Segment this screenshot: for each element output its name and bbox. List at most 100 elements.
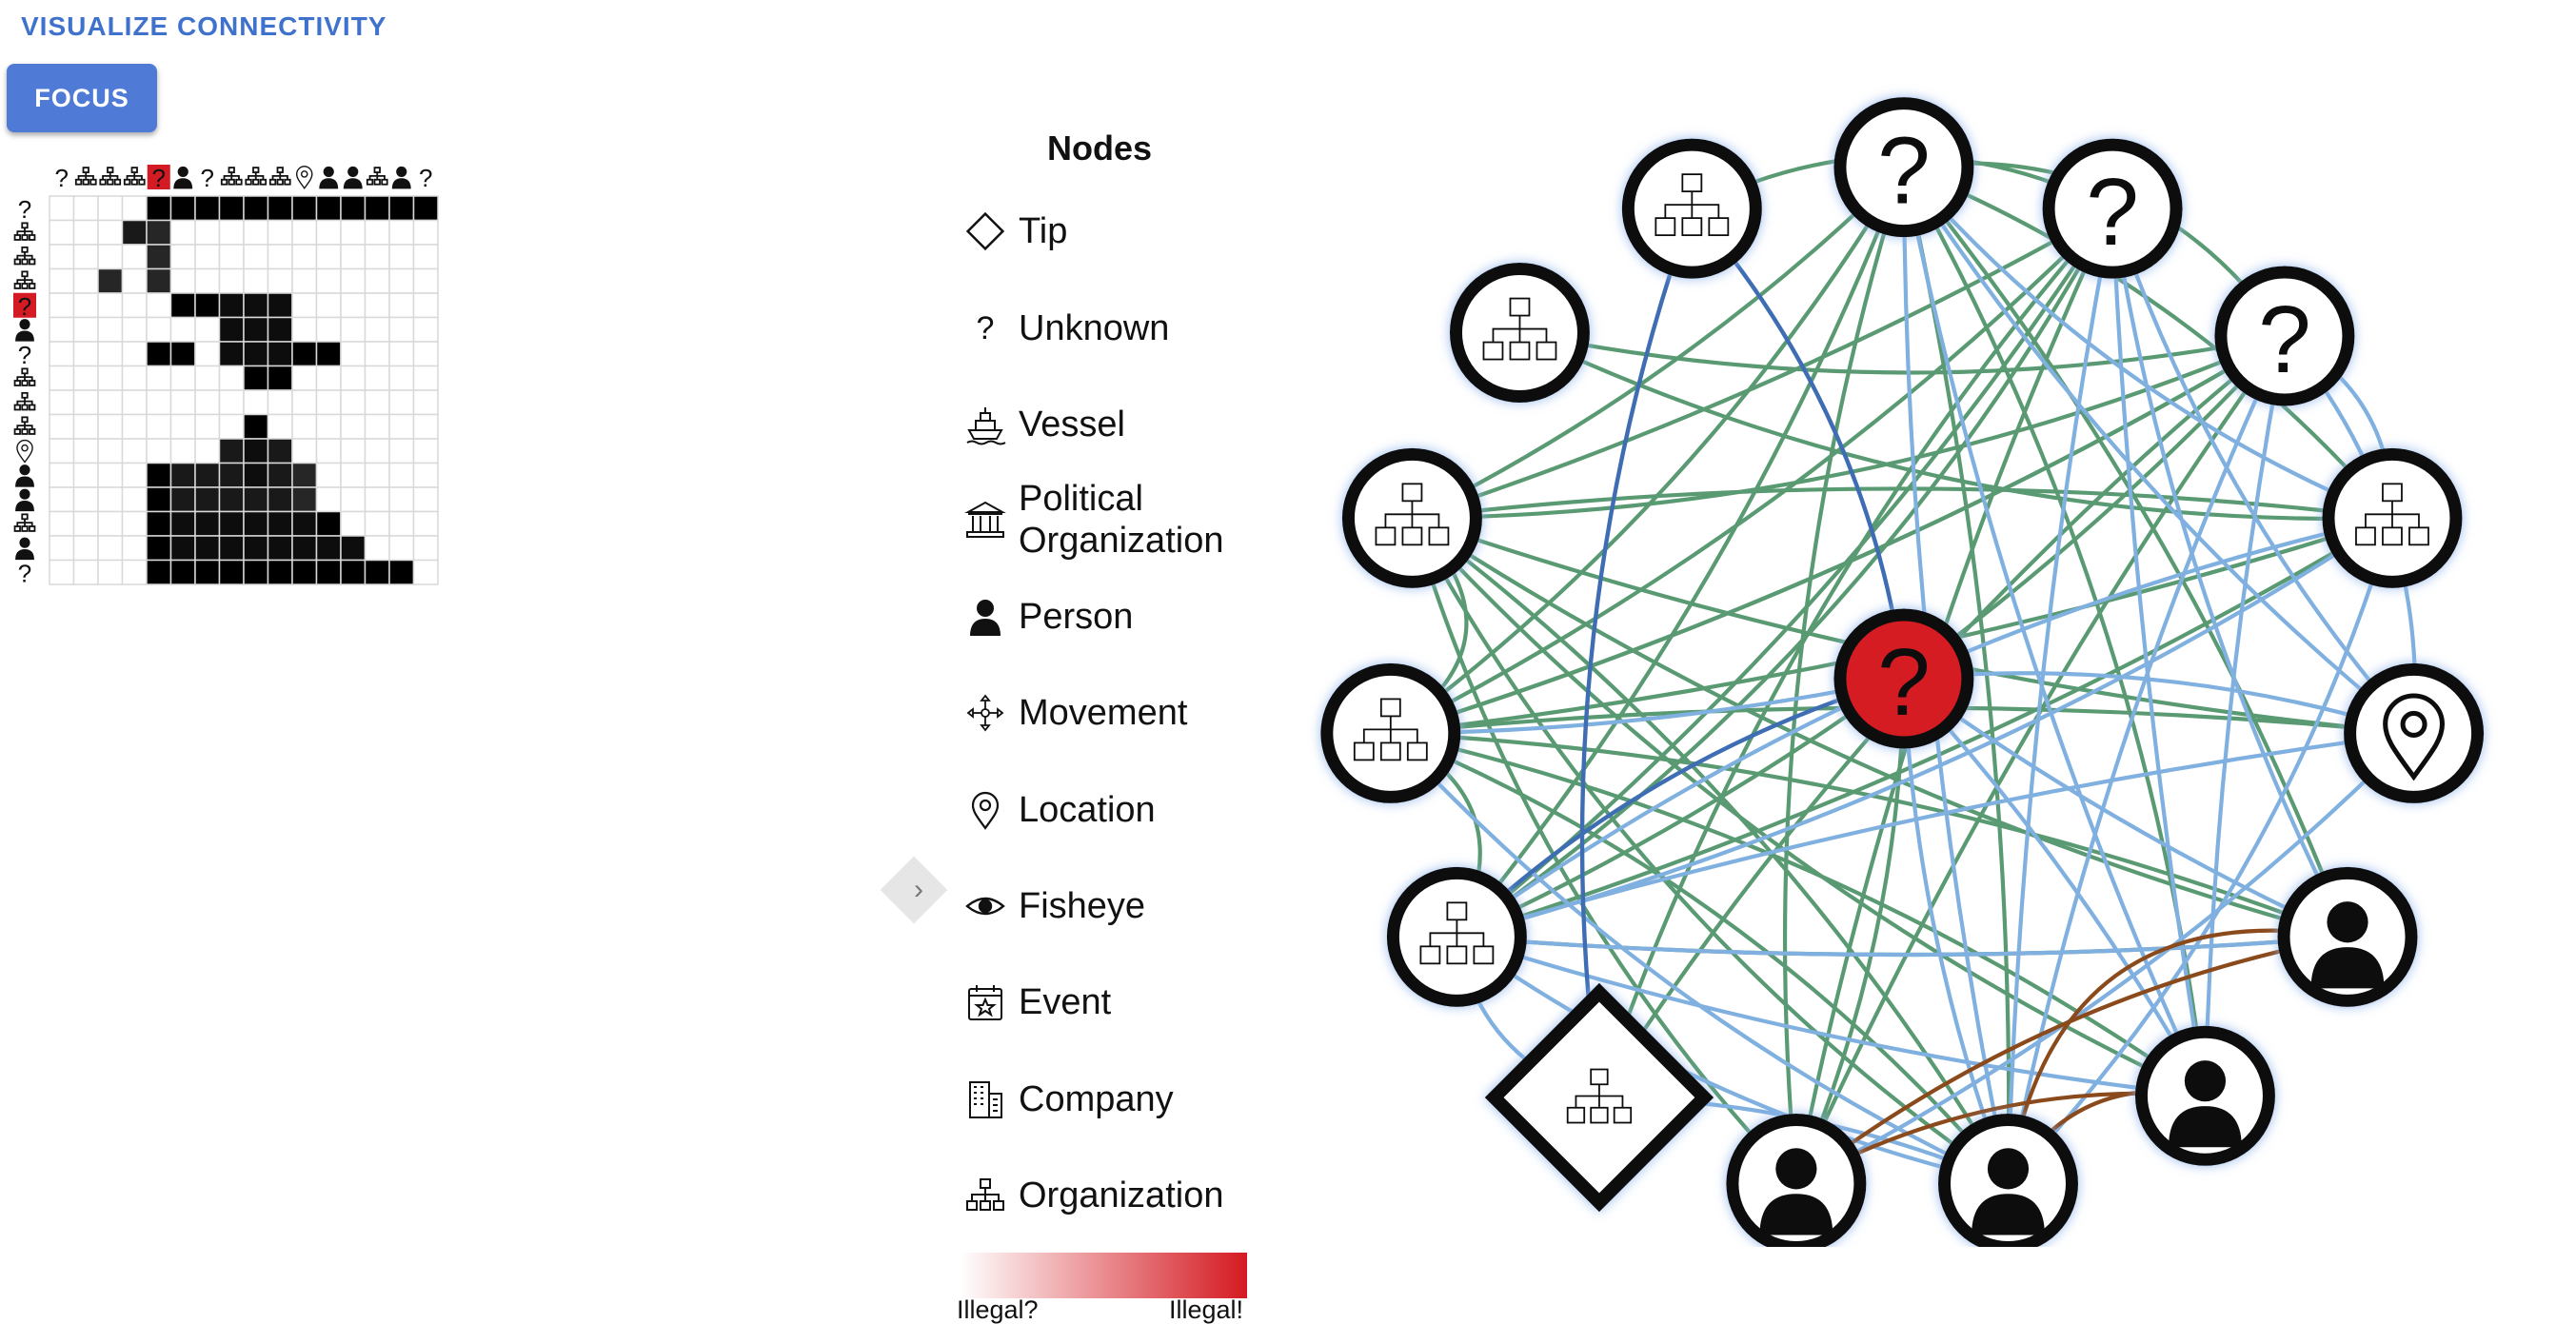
matrix-cell[interactable] (340, 389, 367, 416)
matrix-cell[interactable] (49, 559, 75, 585)
matrix-cell[interactable] (194, 413, 221, 440)
matrix-cell[interactable] (218, 413, 245, 440)
matrix-cell[interactable] (315, 195, 342, 222)
matrix-col-header-9[interactable] (268, 167, 291, 186)
matrix-col-header-12[interactable] (343, 166, 363, 189)
matrix-cell[interactable] (340, 219, 367, 246)
matrix-cell[interactable] (97, 462, 124, 488)
matrix-cell[interactable] (194, 510, 221, 537)
matrix-cell[interactable] (72, 462, 99, 488)
matrix-cell[interactable] (291, 267, 318, 294)
matrix-cell[interactable] (412, 438, 439, 464)
matrix-cell[interactable] (364, 365, 390, 391)
matrix-cell[interactable] (49, 365, 75, 391)
matrix-cell[interactable] (388, 219, 415, 246)
matrix-col-header-15[interactable]: ? (419, 164, 432, 192)
matrix-cell[interactable] (72, 510, 99, 537)
matrix-cell[interactable] (267, 510, 293, 537)
matrix-cell[interactable] (194, 292, 221, 319)
matrix-cell[interactable] (146, 316, 172, 343)
matrix-cell[interactable] (315, 341, 342, 367)
matrix-row-header-11[interactable] (15, 464, 34, 487)
matrix-cell[interactable] (97, 267, 124, 294)
matrix-cell[interactable] (72, 559, 99, 585)
matrix-cell[interactable] (267, 486, 293, 513)
graph-node-unk-top-right[interactable]: ? (2042, 138, 2183, 279)
matrix-cell[interactable] (169, 292, 196, 319)
matrix-col-header-7[interactable] (220, 167, 243, 186)
matrix-cell[interactable] (194, 535, 221, 562)
matrix-cell[interactable] (412, 389, 439, 416)
matrix-col-header-3[interactable] (123, 167, 146, 186)
focus-button[interactable]: FOCUS (7, 64, 157, 132)
matrix-cell[interactable] (146, 559, 172, 585)
graph-node-person-bottom-2[interactable] (1938, 1113, 2078, 1247)
matrix-cell[interactable] (291, 365, 318, 391)
matrix-cell[interactable] (146, 438, 172, 464)
matrix-cell[interactable] (72, 438, 99, 464)
matrix-cell[interactable] (146, 462, 172, 488)
matrix-row-header-6[interactable]: ? (18, 341, 31, 369)
matrix-cell[interactable] (412, 195, 439, 222)
matrix-cell[interactable] (72, 535, 99, 562)
matrix-cell[interactable] (121, 413, 148, 440)
graph-node-unk-center[interactable]: ? (1833, 608, 1974, 749)
matrix-cell[interactable] (388, 244, 415, 270)
matrix-cell[interactable] (243, 292, 269, 319)
matrix-cell[interactable] (169, 219, 196, 246)
matrix-cell[interactable] (194, 316, 221, 343)
matrix-cell[interactable] (146, 510, 172, 537)
matrix-cell[interactable] (388, 535, 415, 562)
matrix-cell[interactable] (364, 462, 390, 488)
matrix-row-header-12[interactable] (15, 488, 34, 512)
matrix-cell[interactable] (169, 535, 196, 562)
matrix-cell[interactable] (146, 413, 172, 440)
matrix-cell[interactable] (169, 365, 196, 391)
matrix-cell[interactable] (194, 244, 221, 270)
matrix-row-header-14[interactable] (15, 537, 34, 561)
matrix-cell[interactable] (243, 389, 269, 416)
matrix-cell[interactable] (388, 510, 415, 537)
graph-node-tip-org[interactable] (1484, 982, 1714, 1213)
matrix-cell[interactable] (412, 413, 439, 440)
matrix-cell[interactable] (72, 486, 99, 513)
matrix-cell[interactable] (97, 535, 124, 562)
matrix-cell[interactable] (72, 365, 99, 391)
matrix-cell[interactable] (218, 341, 245, 367)
matrix-cell[interactable] (340, 438, 367, 464)
matrix-cell[interactable] (194, 365, 221, 391)
matrix-cell[interactable] (315, 292, 342, 319)
matrix-col-header-13[interactable] (366, 167, 388, 186)
matrix-cell[interactable] (412, 559, 439, 585)
matrix-cell[interactable] (243, 559, 269, 585)
matrix-cell[interactable] (121, 535, 148, 562)
matrix-cell[interactable] (49, 267, 75, 294)
matrix-cell[interactable] (291, 462, 318, 488)
matrix-cell[interactable] (364, 438, 390, 464)
matrix-cell[interactable] (291, 341, 318, 367)
matrix-col-header-6[interactable]: ? (201, 164, 214, 192)
matrix-cell[interactable] (169, 341, 196, 367)
matrix-cell[interactable] (194, 195, 221, 222)
matrix-cell[interactable] (340, 316, 367, 343)
matrix-cell[interactable] (243, 510, 269, 537)
matrix-cell[interactable] (49, 244, 75, 270)
matrix-cell[interactable] (412, 219, 439, 246)
network-graph[interactable]: ???? (1276, 76, 2513, 1247)
matrix-cell[interactable] (291, 535, 318, 562)
matrix-cell[interactable] (315, 438, 342, 464)
matrix-cell[interactable] (194, 341, 221, 367)
matrix-cell[interactable] (146, 389, 172, 416)
matrix-cell[interactable] (146, 486, 172, 513)
matrix-cell[interactable] (364, 510, 390, 537)
matrix-cell[interactable] (412, 316, 439, 343)
matrix-cell[interactable] (267, 244, 293, 270)
matrix-cell[interactable] (243, 413, 269, 440)
matrix-cell[interactable] (267, 316, 293, 343)
matrix-cell[interactable] (169, 510, 196, 537)
matrix-cell[interactable] (194, 438, 221, 464)
matrix-cell[interactable] (364, 559, 390, 585)
matrix-cell[interactable] (388, 389, 415, 416)
matrix-cell[interactable] (169, 438, 196, 464)
matrix-cell[interactable] (169, 316, 196, 343)
